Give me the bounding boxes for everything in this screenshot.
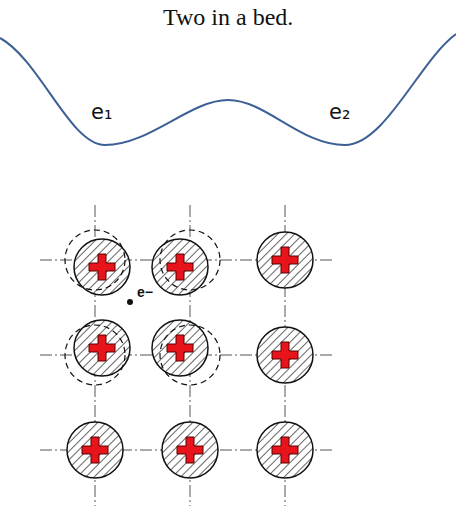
ion-circle [152,239,208,295]
positive-ion [152,239,208,295]
plus-sign [89,335,115,361]
plus-sign [272,437,298,463]
positive-ion [67,422,123,478]
plus-sign [272,247,298,273]
original-ion-position [160,325,220,385]
plus-sign [167,335,193,361]
original-ion-position [65,230,125,290]
ion-circle [257,232,313,288]
ion-circle [257,327,313,383]
ion-circle [67,422,123,478]
positive-ion [257,232,313,288]
positive-ion [257,327,313,383]
original-ion-position [160,230,220,290]
plus-sign [89,254,115,280]
positive-ion [162,422,218,478]
original-ion-position [65,325,125,385]
ion-circle [162,422,218,478]
lattice-grid [40,205,335,506]
ion-lattice [65,230,313,478]
ion-circle [257,422,313,478]
well-label: e₂ [329,100,350,124]
plus-sign [177,437,203,463]
double-well-curve [0,34,456,145]
title: Two in a bed. [163,4,293,31]
positive-ion [257,422,313,478]
plus-sign [167,254,193,280]
electron-dot [127,299,133,305]
plus-sign [82,437,108,463]
well-label: e₁ [91,100,112,124]
electron-label: e− [137,284,153,300]
plus-sign [272,342,298,368]
